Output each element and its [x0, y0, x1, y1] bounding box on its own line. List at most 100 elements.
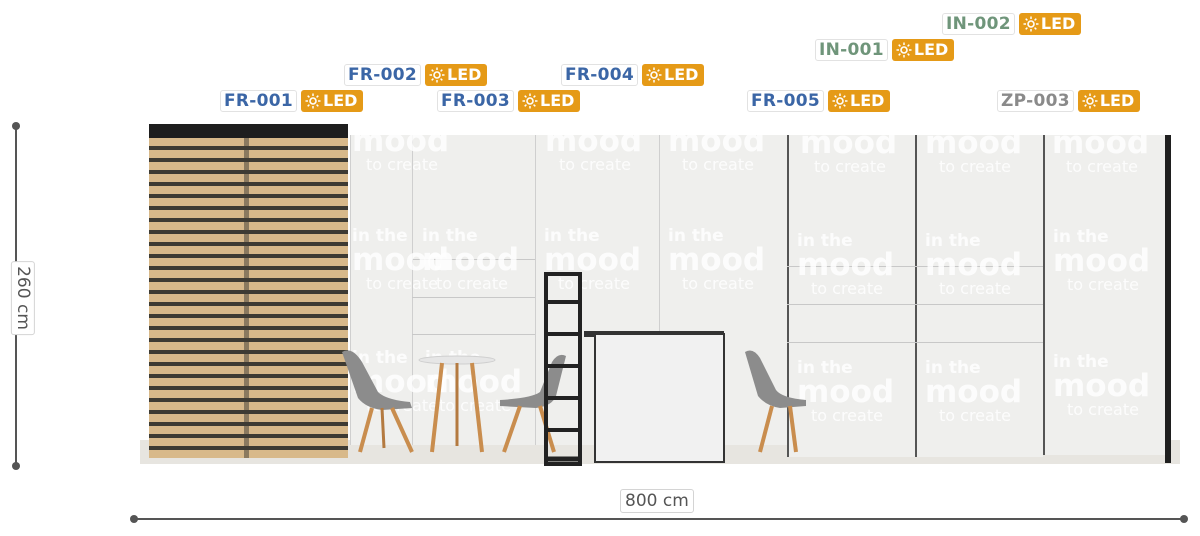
slatted-wood-wall: [149, 124, 348, 458]
wood-slat: [149, 158, 348, 162]
label-zp-003[interactable]: ZP-003 LED: [997, 90, 1141, 112]
sun-icon: [305, 93, 321, 109]
wall-panel-5: [787, 135, 915, 457]
led-badge-text: LED: [540, 91, 575, 110]
label-fr-002[interactable]: FR-002 LED: [344, 64, 488, 86]
label-code: IN-002: [942, 13, 1015, 35]
wood-slat: [149, 194, 348, 198]
chair: [745, 350, 806, 453]
led-badge: LED: [1018, 13, 1082, 35]
sun-icon: [832, 93, 848, 109]
label-fr-004[interactable]: FR-004 LED: [561, 64, 705, 86]
led-badge-text: LED: [323, 91, 358, 110]
wood-slat: [149, 302, 348, 306]
label-code: FR-003: [437, 90, 515, 112]
wood-slat: [149, 170, 348, 174]
label-code: FR-002: [344, 64, 422, 86]
wood-slat: [149, 350, 348, 354]
wood-slat: [149, 266, 348, 270]
wood-slat: [149, 386, 348, 390]
width-dimension-label: 800 cm: [620, 489, 694, 513]
led-badge: LED: [425, 64, 488, 86]
wood-slat: [149, 278, 348, 282]
label-fr-003[interactable]: FR-003 LED: [437, 90, 581, 112]
wood-slat: [149, 338, 348, 342]
chair: [500, 354, 566, 453]
shelf-line: [787, 304, 1043, 305]
wood-slat: [149, 206, 348, 210]
wall-end-post: [1165, 135, 1171, 463]
led-badge-text: LED: [850, 91, 885, 110]
label-code: ZP-003: [997, 90, 1074, 112]
wood-slat: [149, 218, 348, 222]
label-in-001[interactable]: IN-001 LED: [815, 39, 955, 61]
wood-slat: [149, 434, 348, 438]
sun-icon: [522, 93, 538, 109]
wall-panel-6: [915, 135, 1043, 457]
shelving-unit: [544, 272, 582, 466]
sun-icon: [896, 42, 912, 58]
label-code: FR-005: [747, 90, 825, 112]
led-badge: LED: [828, 90, 891, 112]
led-badge: LED: [891, 39, 955, 61]
label-in-002[interactable]: IN-002 LED: [942, 13, 1082, 35]
wood-slat: [149, 362, 348, 366]
round-table: [418, 355, 496, 453]
shelf-line: [412, 297, 535, 298]
slatted-wall-divider: [244, 138, 249, 458]
chair: [342, 350, 414, 453]
label-fr-001[interactable]: FR-001 LED: [220, 90, 364, 112]
label-fr-005[interactable]: FR-005 LED: [747, 90, 891, 112]
wood-slat: [149, 290, 348, 294]
wood-slat: [149, 422, 348, 426]
wall-panel-7: [1043, 135, 1165, 455]
wood-slat: [149, 398, 348, 402]
wood-slat: [149, 326, 348, 330]
shelf-line: [787, 266, 1043, 267]
led-badge: LED: [642, 64, 705, 86]
label-code: FR-001: [220, 90, 298, 112]
led-badge: LED: [518, 90, 581, 112]
led-badge: LED: [1077, 90, 1141, 112]
led-badge-text: LED: [913, 40, 949, 59]
width-dim-end-dot: [1180, 515, 1188, 523]
height-dim-start-dot: [12, 122, 20, 130]
led-badge-text: LED: [1040, 14, 1076, 33]
slatted-wall-top-cap: [149, 124, 348, 138]
led-badge-text: LED: [664, 65, 699, 84]
wood-slat: [149, 242, 348, 246]
wood-slat: [149, 446, 348, 450]
wood-slat: [149, 146, 348, 150]
wood-slat: [149, 410, 348, 414]
sun-icon: [1082, 93, 1098, 109]
sun-icon: [646, 67, 662, 83]
height-dim-end-dot: [12, 462, 20, 470]
width-dimension-line: [134, 518, 1184, 520]
wood-slat: [149, 254, 348, 258]
wood-slat: [149, 182, 348, 186]
sun-icon: [1023, 16, 1039, 32]
reception-counter: [584, 331, 725, 463]
led-badge-text: LED: [447, 65, 482, 84]
wood-slat: [149, 230, 348, 234]
shelf-line: [787, 342, 1043, 343]
